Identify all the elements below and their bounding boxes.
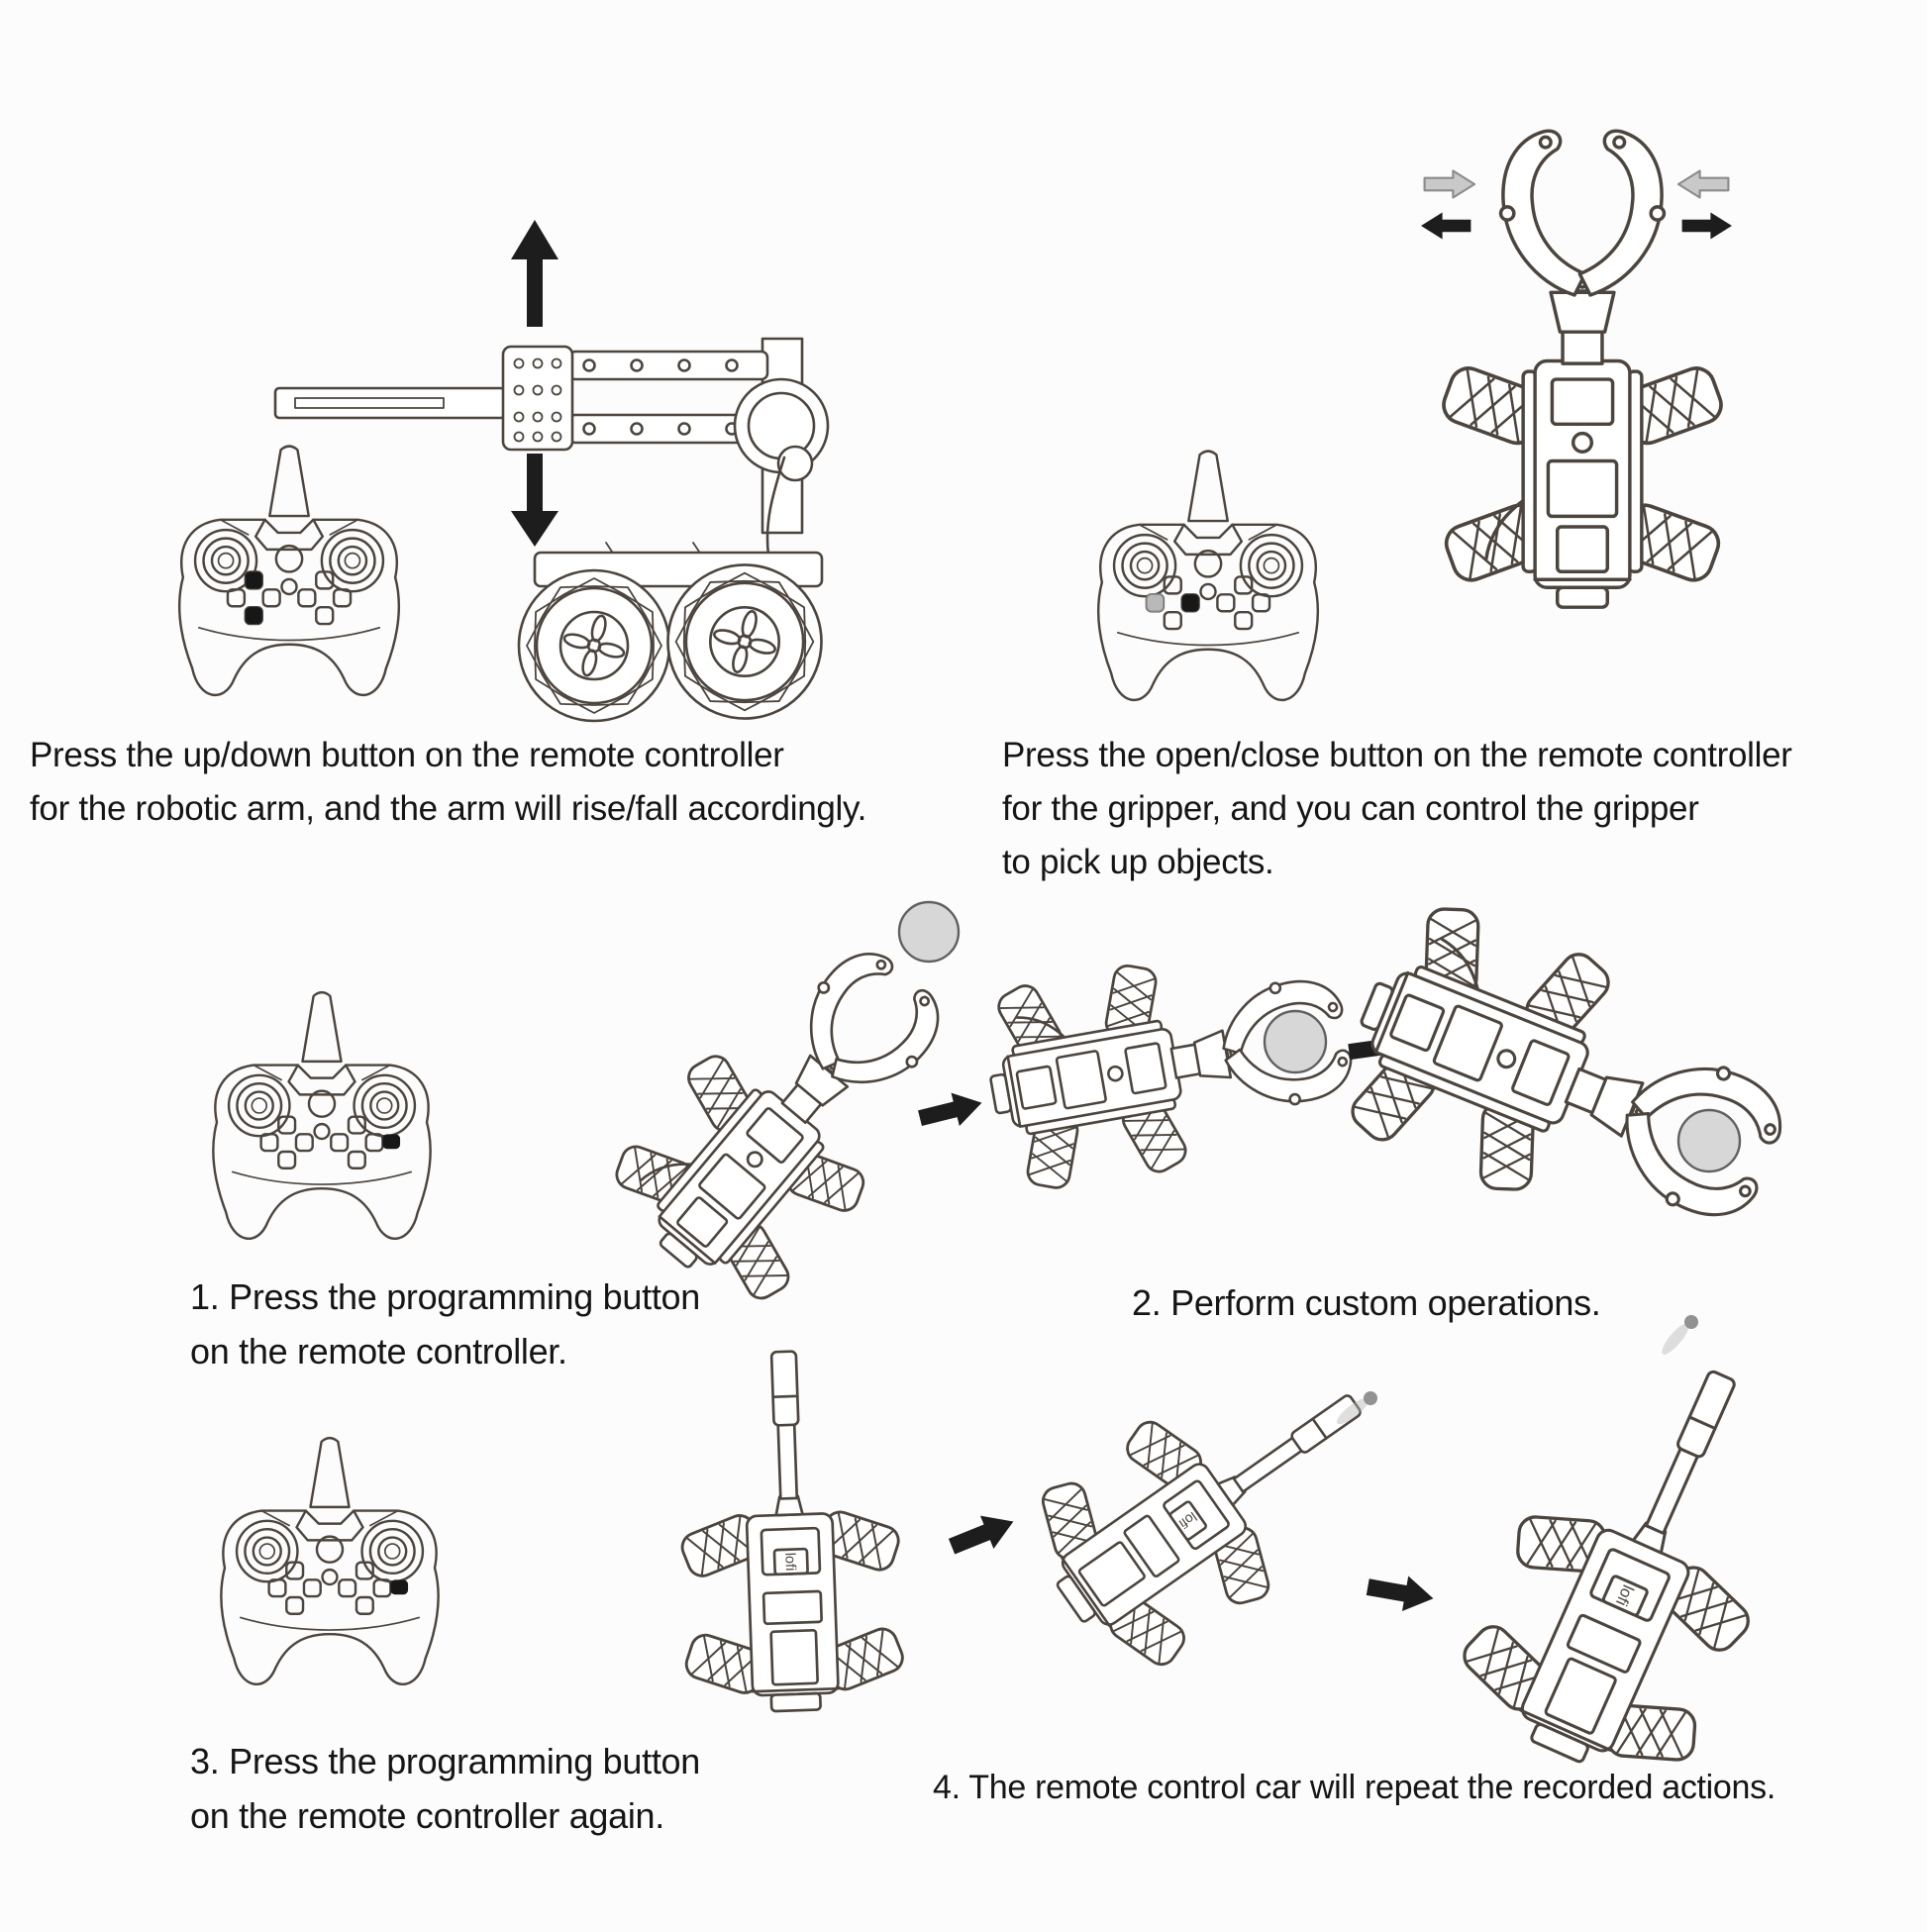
- gripper-close-arrow-left: [1423, 169, 1476, 199]
- caption-step3-line-1: 3. Press the programming button: [190, 1741, 700, 1781]
- launched-ball-streak-1: [1336, 1397, 1369, 1425]
- caption-step1-line-2: on the remote controller.: [190, 1331, 567, 1372]
- robot-launcher-step-c: [1439, 1324, 1841, 1804]
- caption-step-2: 2. Perform custom operations.: [1132, 1275, 1601, 1330]
- open-button-highlight: [1146, 593, 1165, 612]
- robot-launcher-step-a: [671, 1348, 908, 1714]
- caption-step1-line-1: 1. Press the programming button: [190, 1276, 700, 1317]
- caption-step3-line-2: on the remote controller again.: [190, 1795, 664, 1836]
- caption-gripper-line-3: to pick up objects.: [1002, 843, 1274, 881]
- caption-step2-line-1: 2. Perform custom operations.: [1132, 1282, 1601, 1323]
- launched-ball-2: [1684, 1315, 1698, 1329]
- arm-down-arrow: [511, 454, 558, 547]
- sequence-arrow-1: [915, 1085, 986, 1135]
- caption-gripper-line-1: Press the open/close button on the remot…: [1002, 736, 1792, 774]
- remote-controller-programming-1: [212, 990, 432, 1241]
- robot-gripper-top-view: [1439, 131, 1726, 607]
- robot-gripper-step-c: [1320, 883, 1815, 1284]
- programming-button-highlight-2: [390, 1579, 409, 1595]
- caption-gripper-open-close: Press the open/close button on the remot…: [1002, 729, 1792, 889]
- caption-gripper-line-2: for the gripper, and you can control the…: [1002, 789, 1699, 828]
- gripper-close-arrow-right: [1676, 169, 1730, 199]
- caption-arm-line-1: Press the up/down button on the remote c…: [30, 736, 784, 774]
- caption-step-4: 4. The remote control car will repeat th…: [933, 1761, 1775, 1815]
- close-button-highlight: [1181, 594, 1199, 612]
- launched-ball-1: [1364, 1391, 1377, 1405]
- gripper-open-arrow-right: [1681, 212, 1732, 240]
- caption-arm-up-down: Press the up/down button on the remote c…: [30, 729, 866, 836]
- caption-arm-line-2: for the robotic arm, and the arm will ri…: [30, 789, 867, 828]
- caption-step-3: 3. Press the programming button on the r…: [190, 1734, 700, 1843]
- remote-controller-arm: [177, 445, 401, 697]
- ball-carried: [1676, 1108, 1742, 1173]
- sequence-arrow-4: [1365, 1569, 1437, 1616]
- caption-step4-line-1: 4. The remote control car will repeat th…: [933, 1769, 1775, 1806]
- down-button-highlight: [245, 607, 262, 625]
- robot-launcher-step-b: [1007, 1314, 1417, 1692]
- remote-controller-gripper: [1096, 450, 1320, 702]
- robot-arm-side-view: [273, 220, 835, 731]
- ball-free: [897, 900, 961, 964]
- sequence-arrow-3: [945, 1504, 1021, 1564]
- remote-controller-programming-2: [220, 1436, 440, 1686]
- up-button-highlight: [245, 571, 262, 589]
- arm-up-arrow: [511, 220, 558, 327]
- ball-grabbed: [1263, 1009, 1328, 1074]
- launched-ball-streak-2: [1662, 1323, 1689, 1355]
- programming-button-highlight: [382, 1134, 401, 1150]
- gripper-open-arrow-left: [1421, 212, 1471, 240]
- caption-step-1: 1. Press the programming button on the r…: [190, 1270, 700, 1378]
